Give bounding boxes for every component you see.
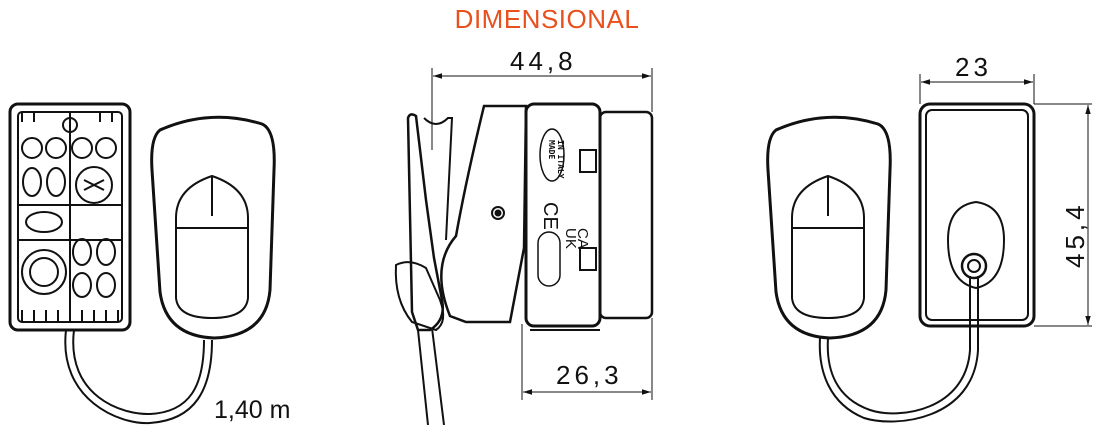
dim-back-height: 45,4: [1060, 201, 1090, 268]
hinge-body: [440, 104, 528, 324]
page-title: DIMENSIONAL: [454, 4, 640, 34]
dimension-side-width: [431, 68, 653, 150]
ukca-mark-top: UK: [562, 228, 579, 249]
front-view: [8, 102, 276, 425]
product-markings: MADE IN ITALY CE UK CA: [537, 128, 591, 287]
cable-length-label: 1,40 m: [214, 396, 290, 424]
clip-piece: [406, 113, 444, 332]
ce-mark: CE: [539, 202, 561, 230]
made-label: MADE: [547, 140, 556, 159]
ukca-mark-bottom: CA: [574, 228, 591, 249]
dim-side-depth: 26,3: [556, 360, 623, 390]
cable-back: [826, 276, 971, 415]
back-view: [766, 102, 1036, 423]
dimension-back-width: [919, 74, 1035, 104]
dimension-back-height: [1034, 103, 1092, 327]
housing-side: [524, 102, 602, 328]
cable-front: [64, 329, 213, 425]
dim-back-width: 23: [955, 52, 992, 82]
in-italy-label: IN ITALY: [556, 140, 565, 179]
sensor-pod-front: [150, 115, 276, 340]
side-view: [394, 102, 654, 425]
sensor-pod-back: [766, 115, 892, 340]
dimension-side-depth: [521, 318, 653, 400]
terminal-block: [8, 102, 132, 332]
dim-side-width: 44,8: [510, 46, 577, 76]
